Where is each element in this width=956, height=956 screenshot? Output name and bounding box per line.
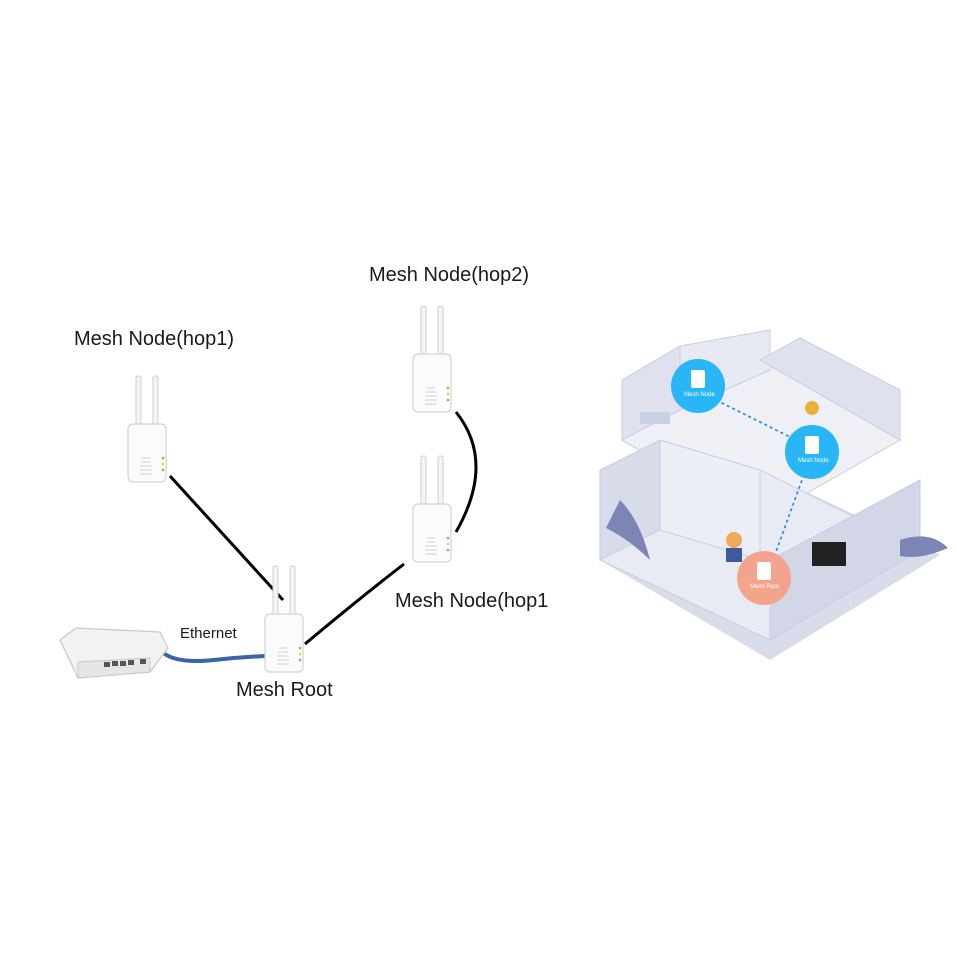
ap-root — [264, 565, 304, 673]
link-root-to-hop1-left — [168, 474, 285, 602]
link-root-to-hop1-right — [304, 562, 405, 646]
badge-label-mesh-node-mid: Mesh Node — [798, 458, 829, 464]
label-hop2: Mesh Node(hop2) — [369, 264, 530, 286]
ap-hop2 — [412, 305, 452, 413]
link-hop1-to-hop2 — [454, 411, 478, 533]
label-ethernet: Ethernet — [180, 625, 237, 642]
router-icon — [59, 627, 169, 679]
label-hop1-left: Mesh Node(hop1) — [74, 328, 235, 350]
badge-label-mesh-node-upper: Mesh Node — [684, 392, 715, 398]
ap-hop1-left — [127, 375, 167, 483]
ap-hop1-right — [412, 455, 452, 563]
label-mesh-root: Mesh Root — [236, 679, 333, 701]
ethernet-cable — [160, 650, 268, 663]
badge-label-mesh-root: Mesh Root — [750, 584, 780, 590]
house-illustration — [598, 329, 948, 660]
label-hop1-right: Mesh Node(hop1 — [395, 590, 549, 612]
